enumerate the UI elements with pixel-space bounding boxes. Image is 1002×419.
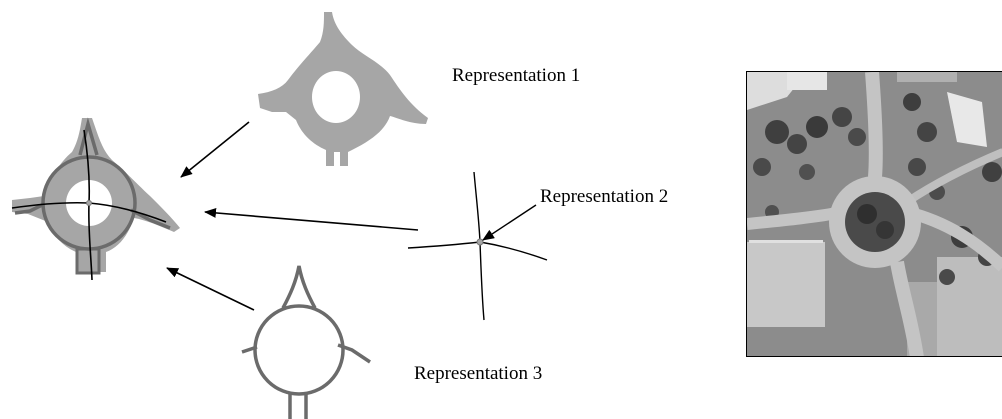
representation-3-left-spur	[241, 345, 258, 354]
representation-2-label: Representation 2	[540, 186, 669, 207]
representation-2-node	[476, 238, 484, 246]
representation-3-top-branch	[281, 265, 317, 309]
combined-left-spur	[14, 202, 45, 215]
combined-right-spur	[130, 208, 171, 230]
combined-representation	[11, 117, 180, 281]
representation-3-circle	[253, 304, 345, 396]
combined-bottom-stem	[75, 247, 101, 275]
combined-top-branch	[78, 117, 99, 156]
arrow-from-representation-2	[204, 207, 419, 231]
representation-3-bottom-stem	[288, 392, 308, 419]
representation-2-network	[407, 171, 548, 321]
aerial-photo	[746, 71, 1002, 357]
representation-3-right-spur	[337, 343, 371, 364]
representation-1-label: Representation 1	[452, 65, 581, 86]
representation-2-pointer	[482, 204, 537, 241]
arrow-from-representation-1	[180, 121, 250, 178]
arrow-from-representation-3	[166, 267, 255, 311]
representation-3-label: Representation 3	[414, 363, 543, 384]
representation-3-outline	[241, 265, 371, 419]
combined-center-node	[86, 200, 92, 206]
representation-1-area-shape	[258, 12, 428, 166]
